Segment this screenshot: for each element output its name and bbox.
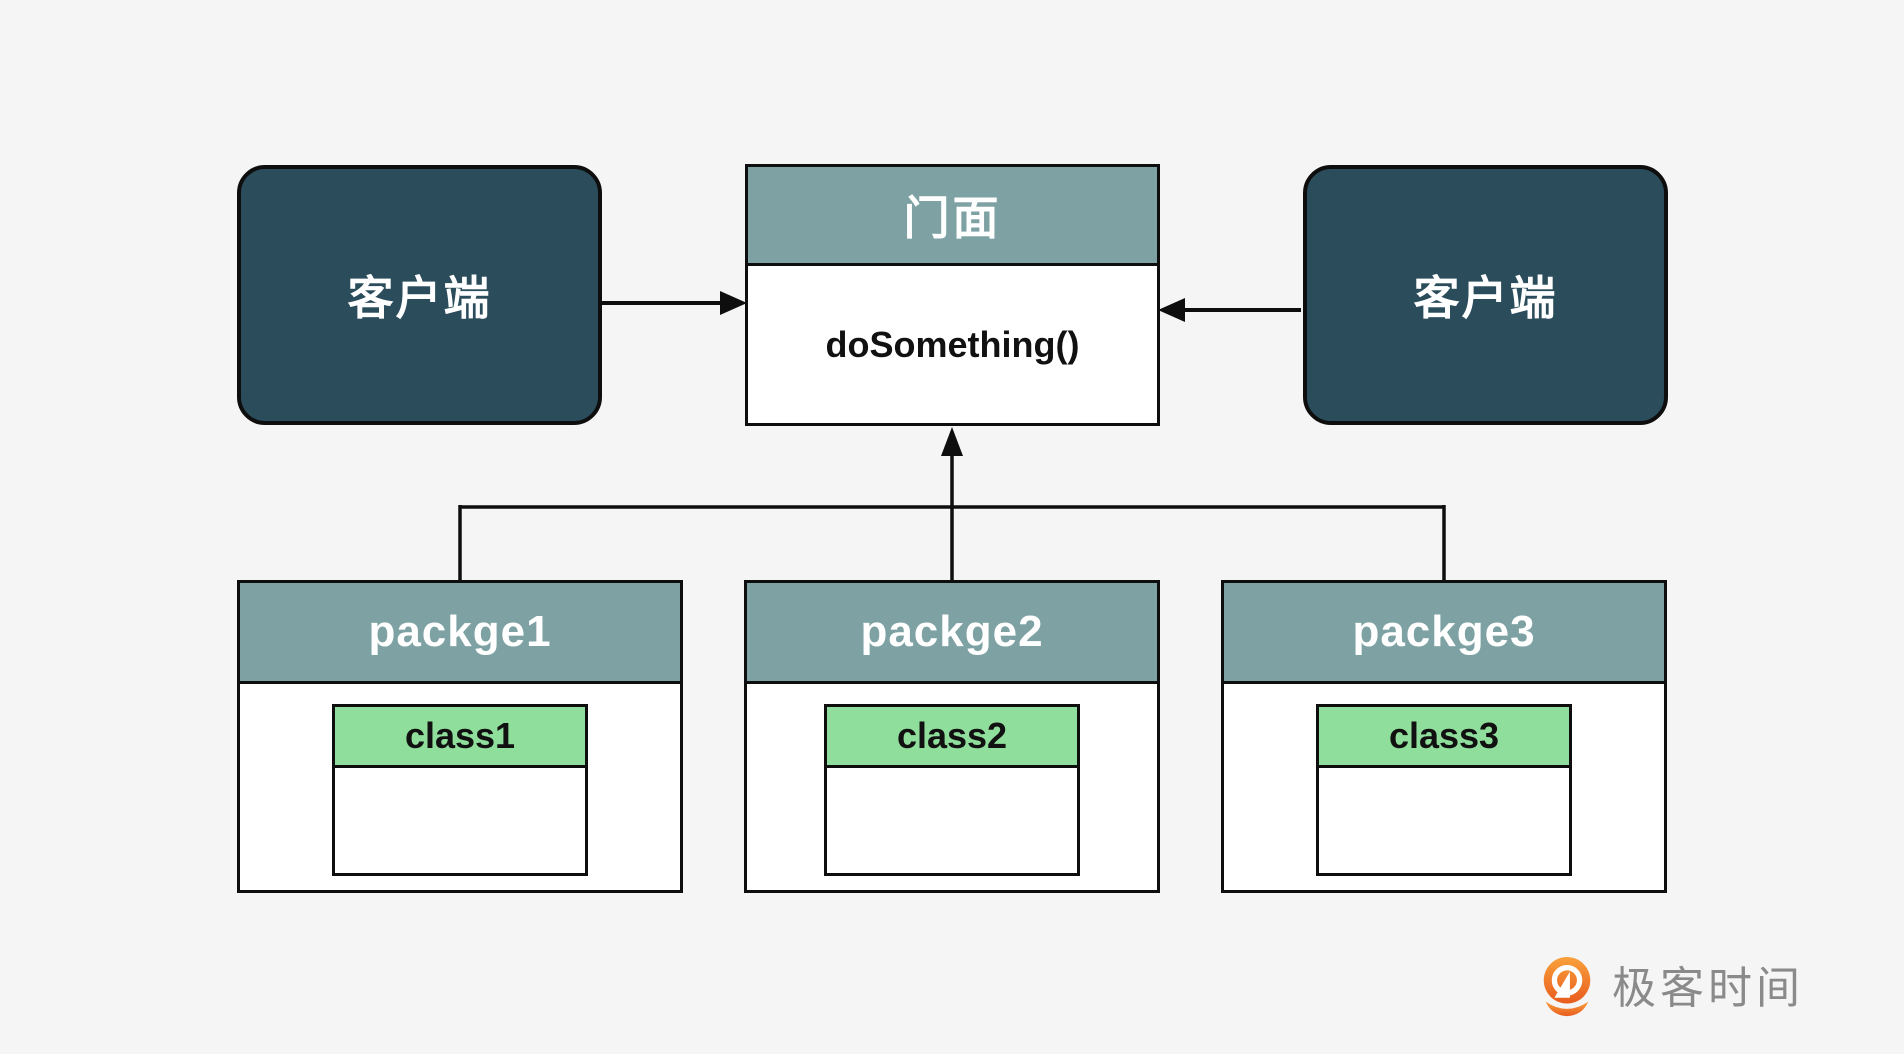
facade-title: 门面	[748, 167, 1157, 266]
class2-title: class2	[827, 707, 1077, 768]
package-box-1: packge1 class1	[237, 580, 683, 893]
package-box-3: packge3 class3	[1221, 580, 1667, 893]
client-box-left: 客户端	[237, 165, 602, 425]
class-box-2: class2	[824, 704, 1080, 876]
package3-body: class3	[1224, 684, 1664, 890]
package1-title: packge1	[240, 583, 680, 684]
arrowhead-left-icon	[1158, 298, 1185, 322]
class3-empty-body	[1319, 768, 1569, 873]
class-box-1: class1	[332, 704, 588, 876]
package3-title: packge3	[1224, 583, 1664, 684]
client-left-label: 客户端	[347, 272, 492, 324]
class1-title: class1	[335, 707, 585, 768]
package2-title: packge2	[747, 583, 1157, 684]
facade-method-label: doSomething()	[825, 323, 1080, 365]
geektime-logo: 极客时间	[1536, 954, 1804, 1024]
geektime-logo-icon	[1543, 957, 1591, 1017]
arrowhead-up-icon	[941, 427, 963, 456]
geektime-logo-text: 极客时间	[1612, 964, 1804, 1013]
facade-box: 门面 doSomething()	[745, 164, 1160, 426]
class-box-3: class3	[1316, 704, 1572, 876]
class3-title: class3	[1319, 707, 1569, 768]
client-box-right: 客户端	[1303, 165, 1668, 425]
arrowhead-right-icon	[720, 291, 747, 315]
class2-empty-body	[827, 768, 1077, 873]
client-right-label: 客户端	[1413, 272, 1558, 324]
class1-empty-body	[335, 768, 585, 873]
package2-body: class2	[747, 684, 1157, 890]
package-box-2: packge2 class2	[744, 580, 1160, 893]
package1-body: class1	[240, 684, 680, 890]
